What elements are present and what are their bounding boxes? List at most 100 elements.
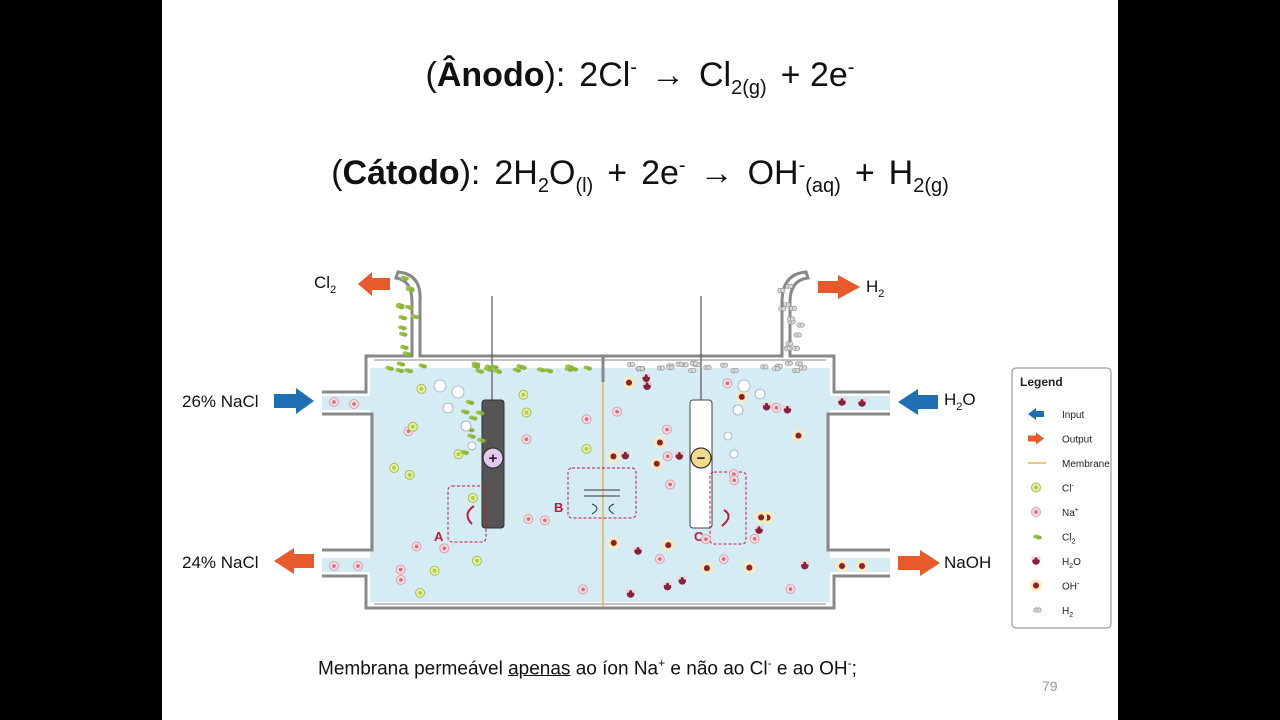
chlorine-gas-icon bbox=[385, 365, 394, 371]
hydrogen-gas-icon bbox=[792, 368, 801, 374]
chloride-ion-icon bbox=[521, 407, 532, 418]
hydrogen-gas-icon bbox=[703, 364, 712, 370]
nacl-input-arrow-icon bbox=[274, 388, 314, 414]
sodium-ion-icon bbox=[523, 514, 534, 525]
gas-bubble bbox=[754, 388, 766, 400]
hydroxide-ion-icon bbox=[1030, 579, 1042, 592]
hydrogen-gas-icon bbox=[688, 368, 697, 374]
legend-title: Legend bbox=[1020, 375, 1063, 389]
legend-item: Input bbox=[1028, 408, 1084, 421]
hydrogen-gas-icon bbox=[783, 345, 792, 351]
chlorine-gas-icon bbox=[400, 344, 409, 350]
chlorine-gas-icon bbox=[396, 361, 406, 367]
legend-item: H2 bbox=[1033, 606, 1073, 619]
sodium-ion-icon bbox=[718, 554, 729, 565]
caption-text-5: ; bbox=[851, 658, 857, 680]
chlorine-gas-icon bbox=[583, 365, 593, 371]
water-molecule-icon bbox=[641, 373, 652, 382]
chloride-ion-icon bbox=[429, 565, 440, 576]
chlorine-gas-icon bbox=[512, 367, 522, 373]
particles-layer bbox=[329, 275, 868, 598]
cell-body bbox=[322, 270, 890, 610]
sodium-ion-icon bbox=[729, 475, 740, 486]
anode-product-sub: 2(g) bbox=[731, 76, 767, 99]
gas-bubble bbox=[737, 379, 751, 393]
legend-label: Output bbox=[1062, 435, 1092, 446]
sodium-ion-icon bbox=[662, 451, 673, 462]
hydrogen-gas-icon bbox=[760, 364, 769, 370]
water-molecule-icon bbox=[799, 560, 810, 570]
chlorine-gas-icon bbox=[418, 363, 427, 369]
chlorine-gas-icon bbox=[475, 410, 485, 416]
water-molecule-icon bbox=[782, 404, 793, 414]
water-molecule-icon bbox=[677, 576, 688, 585]
gas-bubble bbox=[467, 441, 477, 451]
caption-oh-charge: - bbox=[847, 656, 852, 670]
hydroxide-ion-icon bbox=[735, 390, 748, 403]
hydrogen-gas-icon bbox=[799, 365, 808, 371]
hydroxide-ion-icon bbox=[743, 561, 756, 574]
anode-sign: + bbox=[489, 450, 498, 467]
gas-bubble bbox=[729, 449, 739, 459]
chlorine-gas-icon bbox=[406, 287, 415, 293]
cl2-output-label: Cl2 bbox=[314, 273, 336, 296]
hydrogen-gas-icon bbox=[689, 360, 698, 366]
hydrogen-gas-icon bbox=[796, 322, 805, 328]
sodium-ion-icon bbox=[771, 402, 782, 413]
anode-reactant-charge: - bbox=[630, 56, 637, 79]
water-molecule-icon bbox=[625, 589, 636, 598]
page-number: 79 bbox=[1042, 678, 1058, 694]
legend-label: Cl- bbox=[1062, 483, 1074, 495]
water-molecule-icon bbox=[1031, 556, 1041, 565]
right-inlet-wall bbox=[826, 412, 890, 552]
cathode-reactant: 2H bbox=[494, 154, 538, 192]
gas-bubble bbox=[442, 402, 454, 414]
nacl-input-label: 26% NaCl bbox=[182, 392, 259, 411]
caption-text-3: e não ao Cl bbox=[665, 658, 768, 680]
legend-label: H2 bbox=[1062, 606, 1073, 619]
gas-bubble bbox=[460, 420, 472, 432]
anode-electrons: + 2e bbox=[780, 56, 848, 94]
sodium-ion-icon bbox=[329, 397, 339, 407]
hydrogen-gas-icon bbox=[720, 362, 729, 368]
chlorine-gas-icon bbox=[475, 368, 485, 374]
left-inlet-wall bbox=[322, 412, 374, 552]
hydrogen-gas-icon bbox=[792, 345, 801, 351]
sodium-ion-icon bbox=[353, 561, 363, 571]
hydroxide-ion-icon bbox=[662, 539, 675, 552]
chlorine-gas-icon bbox=[410, 314, 420, 320]
chlorine-gas-icon bbox=[536, 367, 546, 373]
hydroxide-ion-icon bbox=[836, 560, 848, 572]
hydrogen-gas-icon bbox=[730, 368, 739, 374]
chlorine-gas-icon bbox=[400, 275, 409, 281]
anode-plus-icon bbox=[482, 447, 504, 469]
sodium-ion-icon bbox=[395, 574, 406, 585]
nacl-output-arrow-icon bbox=[274, 548, 314, 574]
legend: Legend InputOutputMembraneCl-Na+Cl2H2OOH… bbox=[1011, 367, 1112, 629]
sodium-ion-icon bbox=[539, 515, 550, 526]
legend-label: Membrane bbox=[1062, 459, 1110, 470]
hydroxide-ion-icon bbox=[856, 560, 868, 572]
region-b-label: B bbox=[554, 500, 563, 515]
sodium-ion-icon bbox=[722, 378, 733, 389]
anode-equation: (Ânodo):2Cl-→Cl2(g)+ 2e- bbox=[425, 56, 855, 99]
region-b-box bbox=[567, 467, 637, 519]
gas-bubble bbox=[433, 379, 447, 393]
anode-product: Cl bbox=[698, 56, 732, 94]
region-a-label: A bbox=[434, 529, 444, 544]
anode-electron-charge: - bbox=[847, 56, 855, 79]
water-molecule-icon bbox=[761, 401, 772, 411]
hydroxide-ion-icon bbox=[623, 376, 636, 389]
water-molecule-icon bbox=[837, 397, 847, 406]
hydroxide-ion-icon bbox=[792, 429, 805, 442]
naoh-output-label: NaOH bbox=[944, 553, 991, 572]
chlorine-gas-icon bbox=[544, 368, 554, 374]
chloride-ion-icon bbox=[404, 469, 415, 480]
legend-item: Membrane bbox=[1028, 459, 1110, 470]
cathode-reactant-tail: O bbox=[548, 154, 576, 192]
chloride-ion-icon bbox=[416, 383, 427, 394]
caption-cl-charge: - bbox=[767, 656, 772, 670]
chlorine-gas-icon bbox=[564, 366, 574, 372]
hydroxide-ion-icon bbox=[607, 450, 620, 463]
caption-text-2: ao íon Na bbox=[570, 658, 659, 680]
